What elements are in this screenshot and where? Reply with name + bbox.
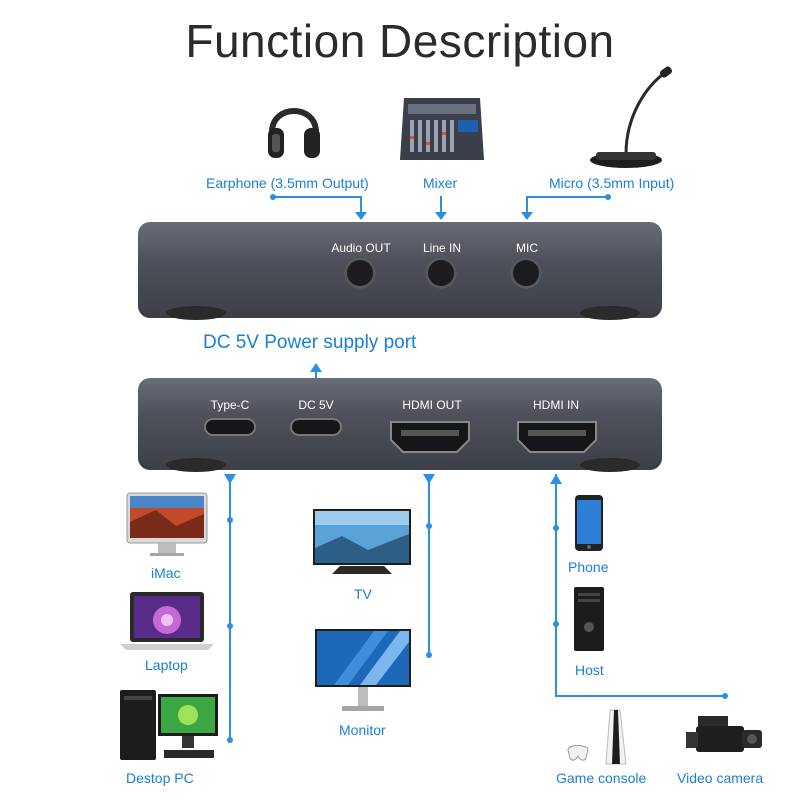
mic-port-label: MIC (516, 241, 538, 255)
laptop-label: Laptop (145, 657, 188, 673)
arrow-line-in (435, 212, 447, 220)
tv-icon (313, 509, 411, 574)
mixer-label: Mixer (423, 175, 458, 191)
device-foot (580, 458, 640, 472)
laptop-icon (120, 592, 214, 650)
page-title: Function Description (185, 15, 615, 67)
video-camera-label: Video camera (677, 770, 764, 786)
arrow-type-c (224, 474, 236, 484)
monitor-icon (315, 629, 411, 711)
video-camera-icon (686, 716, 762, 752)
audio-out-jack-icon[interactable] (344, 257, 376, 289)
micro-label: Micro (3.5mm Input) (549, 175, 675, 191)
mic-wire (526, 196, 608, 214)
hdmi-out-port-icon[interactable] (389, 420, 471, 454)
desktop-pc-label: Destop PC (126, 770, 194, 786)
device-rear-panel (138, 222, 662, 318)
monitor-label: Monitor (339, 722, 386, 738)
arrow-dc (310, 363, 322, 372)
hdmi-in-port-label: HDMI IN (533, 398, 579, 412)
line-in-port-label: Line IN (422, 241, 462, 255)
arrow-hdmi-out (423, 474, 435, 484)
arrow-audio-out (355, 212, 367, 220)
device-foot (580, 306, 640, 320)
host-label: Host (575, 662, 604, 678)
hdmi-in-wire (555, 474, 725, 697)
dc-5v-port-icon[interactable] (292, 420, 340, 434)
game-console-label: Game console (556, 770, 647, 786)
phone-label: Phone (568, 559, 609, 575)
dc-5v-port-label: DC 5V (298, 398, 334, 412)
device-foot (166, 306, 226, 320)
hdmi-out-port-label: HDMI OUT (402, 398, 462, 412)
mic-jack-icon[interactable] (510, 257, 542, 289)
power-supply-label: DC 5V Power supply port (203, 332, 417, 353)
headphones-icon (268, 108, 320, 158)
desktop-pc-icon (120, 690, 218, 760)
device-foot (166, 458, 226, 472)
tv-label: TV (354, 586, 372, 602)
type-c-port-icon[interactable] (206, 420, 254, 434)
arrow-hdmi-in (550, 474, 562, 484)
mixer-icon (400, 98, 484, 160)
type-c-port-label: Type-C (210, 398, 250, 412)
hdmi-in-port-icon[interactable] (516, 420, 598, 454)
imac-icon (126, 492, 208, 556)
earphone-label: Earphone (3.5mm Output) (206, 175, 369, 191)
audio-out-port-label: Audio OUT (331, 241, 391, 255)
phone-icon (575, 495, 603, 551)
microphone-icon (590, 66, 673, 168)
host-icon (574, 587, 604, 651)
game-console-icon (567, 709, 627, 765)
imac-label: iMac (151, 565, 181, 581)
earphone-wire (273, 196, 362, 214)
line-in-jack-icon[interactable] (425, 257, 457, 289)
arrow-mic (521, 212, 533, 220)
